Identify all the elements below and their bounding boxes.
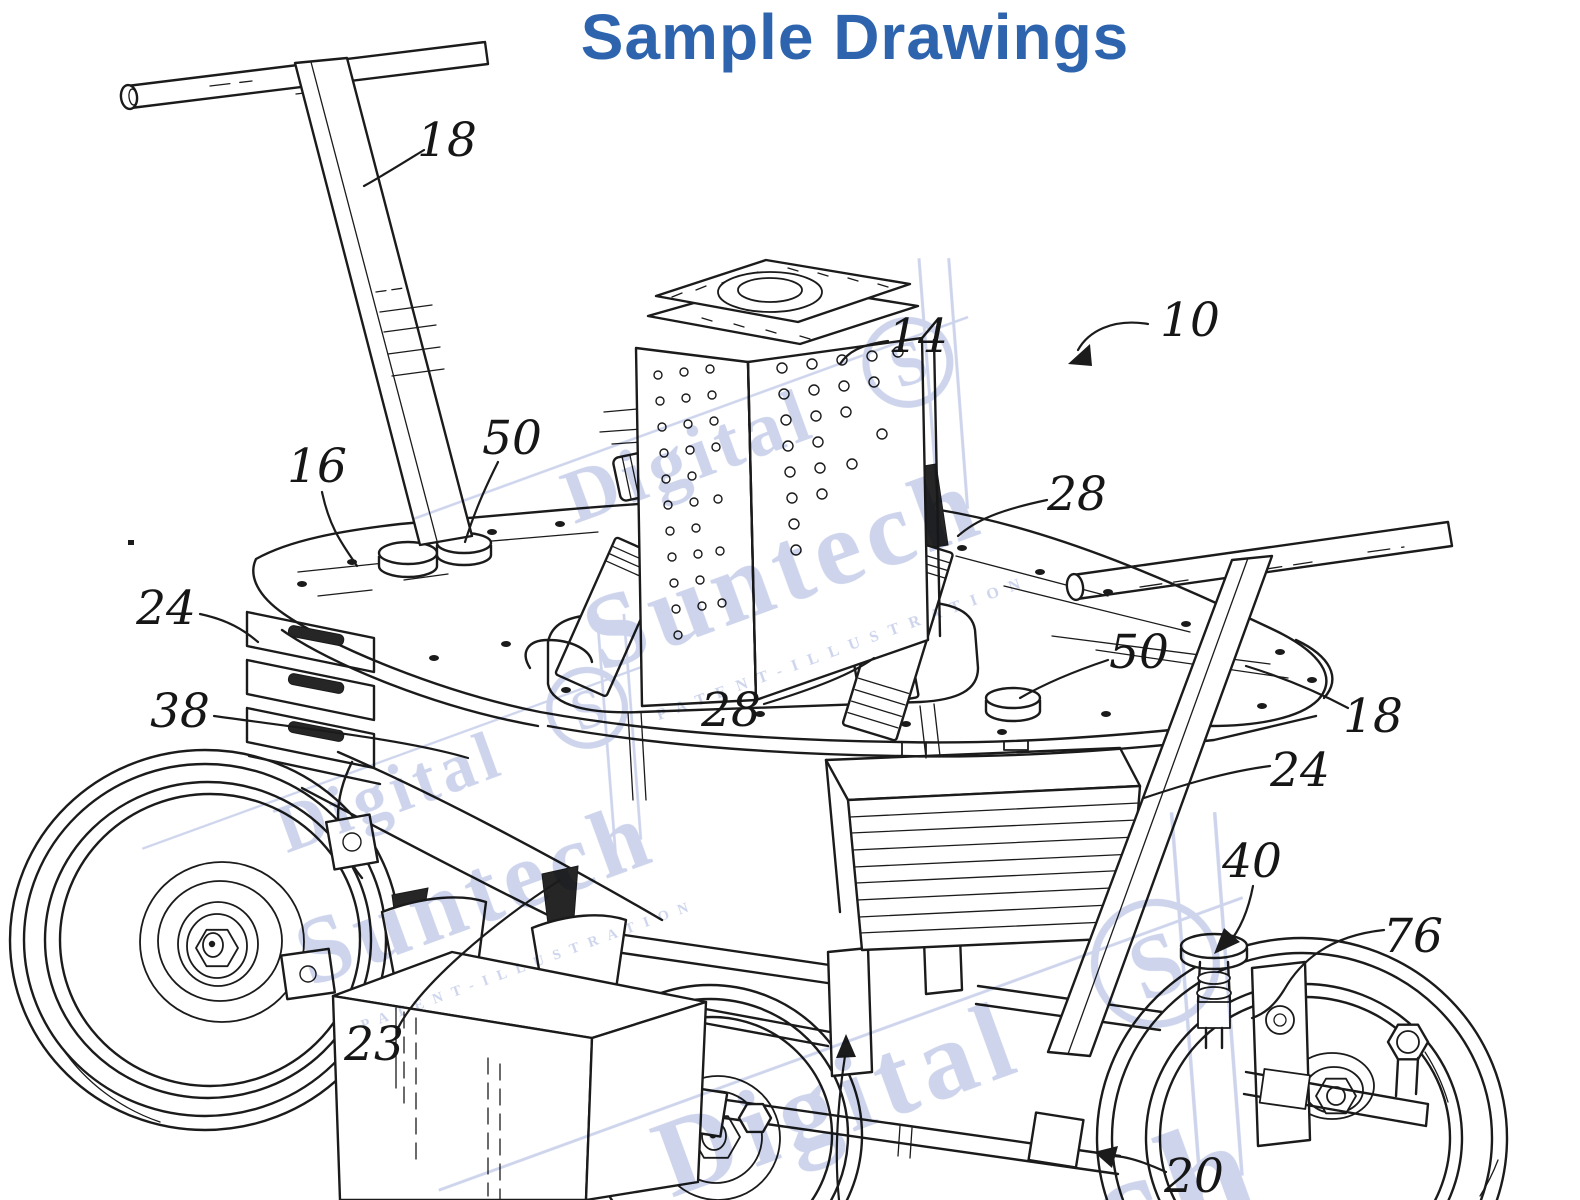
part-label-24-left-stack: 24: [135, 581, 196, 636]
part-label-14-mast: 14: [888, 309, 948, 364]
part-label-50-right-cap: 50: [1109, 625, 1169, 680]
part-label-28-right-cylinder: 28: [1046, 467, 1107, 522]
part-label-23-housing: 23: [343, 1017, 404, 1072]
left-plate-stack: [245, 610, 382, 786]
right-plate-stack: [824, 746, 1142, 952]
deck-cap-right: [984, 686, 1042, 723]
part-label-20-axle: 20: [1163, 1149, 1224, 1200]
part-label-38-frame: 38: [150, 684, 210, 739]
stray-mark: [128, 540, 134, 545]
sensor-mast: [634, 258, 942, 708]
part-label-28-center-cylinder: 28: [700, 683, 761, 738]
left-handle: [119, 40, 490, 547]
part-label-24-right-stack: 24: [1269, 743, 1330, 798]
part-label-76-linkage: 76: [1383, 909, 1443, 964]
part-label-18-left-handle: 18: [417, 113, 477, 168]
equipment-box: [331, 950, 708, 1200]
part-label-40-knob: 40: [1221, 834, 1282, 889]
page-title: Sample Drawings: [580, 1, 1130, 73]
reference-labels: 18 16 50 14 10 28 24 38 28 50 18 24: [128, 113, 1443, 1200]
part-label-18-right-handle: 18: [1343, 689, 1403, 744]
part-label-16-deck: 16: [287, 439, 347, 494]
part-label-10-assembly: 10: [1160, 293, 1220, 348]
deck-cap-left-a: [377, 540, 439, 579]
part-label-50-left-caps: 50: [482, 411, 542, 466]
left-wheel: [8, 748, 402, 1132]
mast-holes-left: [653, 364, 727, 640]
